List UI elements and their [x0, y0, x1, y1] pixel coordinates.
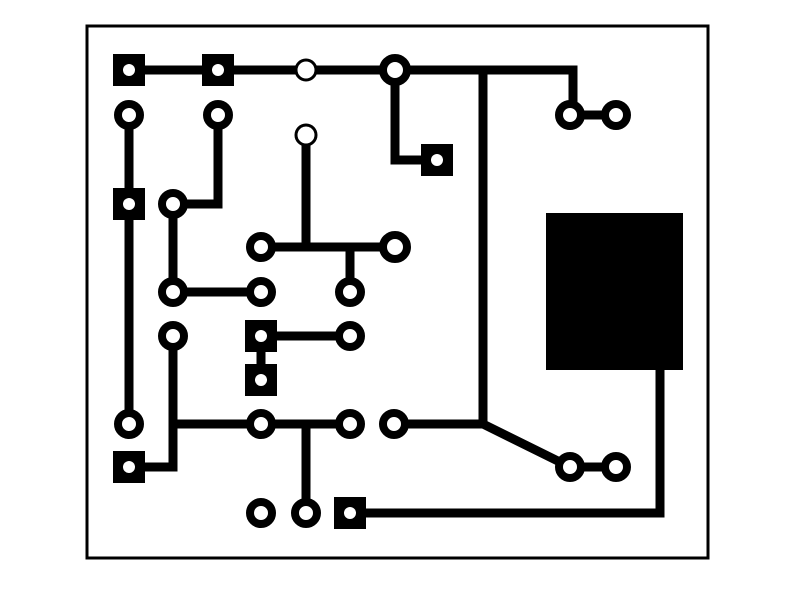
round-pad — [246, 232, 276, 262]
round-pad — [335, 277, 365, 307]
trace — [345, 365, 665, 518]
trace — [389, 419, 621, 472]
square-pad — [334, 497, 366, 529]
square-pad — [245, 364, 277, 396]
round-pad — [158, 321, 188, 351]
round-pads — [114, 54, 631, 528]
copper-pour — [546, 213, 683, 370]
round-pad — [114, 100, 144, 130]
square-pad — [245, 320, 277, 352]
square-pad — [202, 54, 234, 86]
via-pad — [294, 58, 318, 82]
round-pad — [379, 54, 411, 86]
round-pad — [555, 452, 585, 482]
round-pad — [246, 498, 276, 528]
via-pad — [294, 123, 318, 147]
round-pad — [555, 100, 585, 130]
round-pad — [601, 452, 631, 482]
round-pad — [291, 498, 321, 528]
round-pad — [335, 321, 365, 351]
round-pad — [114, 409, 144, 439]
round-pad — [379, 231, 411, 263]
round-pad — [379, 409, 409, 439]
round-pad — [203, 100, 233, 130]
square-pads — [113, 54, 453, 529]
round-pad — [335, 409, 365, 439]
round-pad — [601, 100, 631, 130]
square-pad — [421, 144, 453, 176]
square-pad — [113, 54, 145, 86]
round-pad — [158, 277, 188, 307]
square-pad — [113, 451, 145, 483]
round-pad — [158, 189, 188, 219]
round-pad — [246, 409, 276, 439]
square-pad — [113, 188, 145, 220]
trace — [124, 65, 578, 118]
round-pad — [246, 277, 276, 307]
